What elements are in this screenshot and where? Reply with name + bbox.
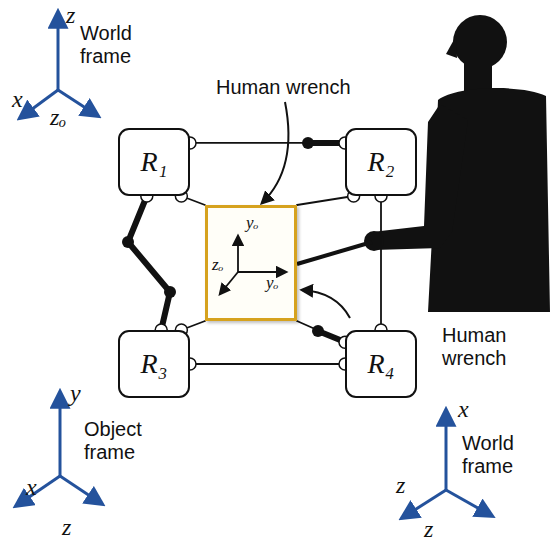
axis-label: zₒ — [212, 256, 223, 273]
robot-label: R₃ — [141, 350, 168, 378]
axis-label: x — [458, 396, 469, 424]
axis-label: z — [62, 514, 71, 542]
wrench-arrow — [262, 102, 288, 203]
wrench-arrow — [302, 290, 350, 318]
human-nose — [446, 36, 457, 58]
axis-arrow — [237, 236, 239, 272]
object-box: yₒ zₒ yₒ — [205, 205, 297, 321]
robot-box: R₄ — [345, 330, 417, 398]
axis-arrow — [60, 476, 102, 504]
robot-label: R₄ — [368, 350, 395, 378]
axis-label: z — [396, 472, 405, 500]
robot-arm — [308, 143, 345, 342]
axis-arrow — [59, 392, 62, 476]
axis-label: z — [424, 516, 433, 544]
human-silhouette — [364, 15, 550, 312]
frame-label: World frame — [80, 22, 152, 68]
axis-label: yₒ — [266, 274, 278, 291]
robot-arm-link — [128, 196, 170, 330]
robot-box: R₂ — [345, 128, 417, 196]
axis-label: yₒ — [246, 214, 258, 231]
axis-arrow — [446, 490, 492, 516]
axis-arrow — [220, 272, 238, 294]
axis-label: z — [66, 2, 75, 30]
link-line — [190, 142, 345, 144]
frame-label: Object frame — [84, 418, 164, 464]
axis-label: y — [70, 380, 81, 408]
axis-label: x — [12, 86, 23, 114]
axis-arrow — [445, 410, 448, 490]
axis-label: x — [26, 474, 37, 502]
robot-label: R₁ — [141, 148, 168, 176]
axis-arrow — [16, 476, 60, 506]
link-line — [297, 321, 345, 342]
axis-label: zₒ — [50, 104, 66, 132]
robot-box: R₁ — [118, 128, 190, 196]
wrench-label: Human wrench — [216, 76, 351, 99]
link-line — [190, 363, 345, 365]
robot-label: R₂ — [368, 148, 395, 176]
link-line — [380, 196, 382, 330]
wrench-label: Human wrench — [442, 324, 542, 370]
frame-label: World frame — [462, 432, 544, 478]
arm-joint — [164, 286, 176, 298]
axis-arrow — [402, 490, 446, 518]
push-stick — [297, 242, 372, 264]
axis-arrow — [57, 12, 60, 90]
link-line — [297, 196, 354, 205]
robot-box: R₃ — [118, 330, 190, 398]
arm-joint — [122, 236, 134, 248]
axis-arrow — [238, 271, 286, 273]
